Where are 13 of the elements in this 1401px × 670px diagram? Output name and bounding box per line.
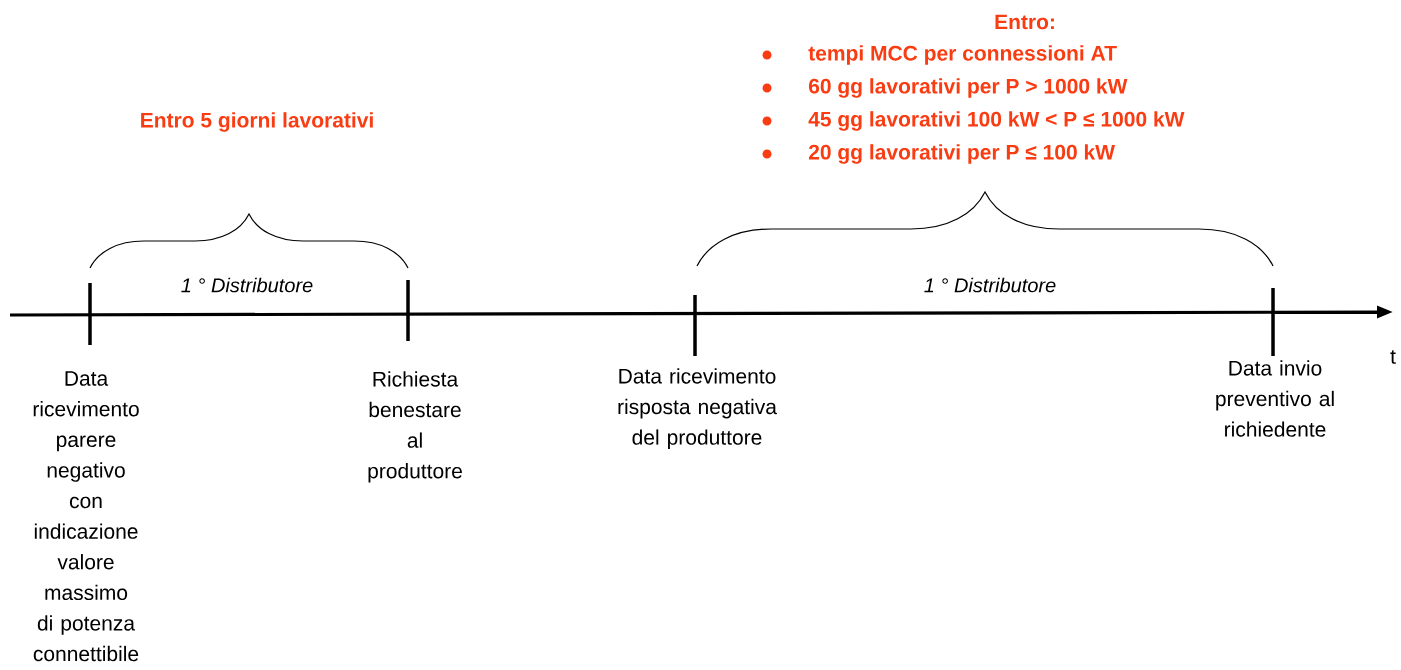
event-label: Data invio preventivo al richiedente — [1216, 360, 1334, 437]
list-item: tempi MCC per connessioni AT — [808, 45, 1117, 65]
list-item: 20 gg lavorativi per P ≤ 100 kW — [808, 144, 1115, 164]
interval-label: 1 ° Distributore — [181, 277, 313, 293]
interval-label: 1 ° Distributore — [924, 277, 1056, 293]
axis-label: t — [1390, 350, 1396, 364]
event-label: Richiesta benestare al produttore — [368, 371, 462, 483]
list-item: 45 gg lavorativi 100 kW < P ≤ 1000 kW — [808, 111, 1185, 131]
heading: Entro 5 giorni lavorativi — [141, 112, 373, 132]
list-item: 60 gg lavorativi per P > 1000 kW — [809, 78, 1128, 98]
heading: Entro: — [995, 14, 1054, 30]
event-label: Data ricevimento risposta negativa del produttore — [618, 368, 777, 449]
event-label: Data ricevimento parere negativo con indicazione valore massimo di potenza connettibile — [33, 371, 139, 662]
